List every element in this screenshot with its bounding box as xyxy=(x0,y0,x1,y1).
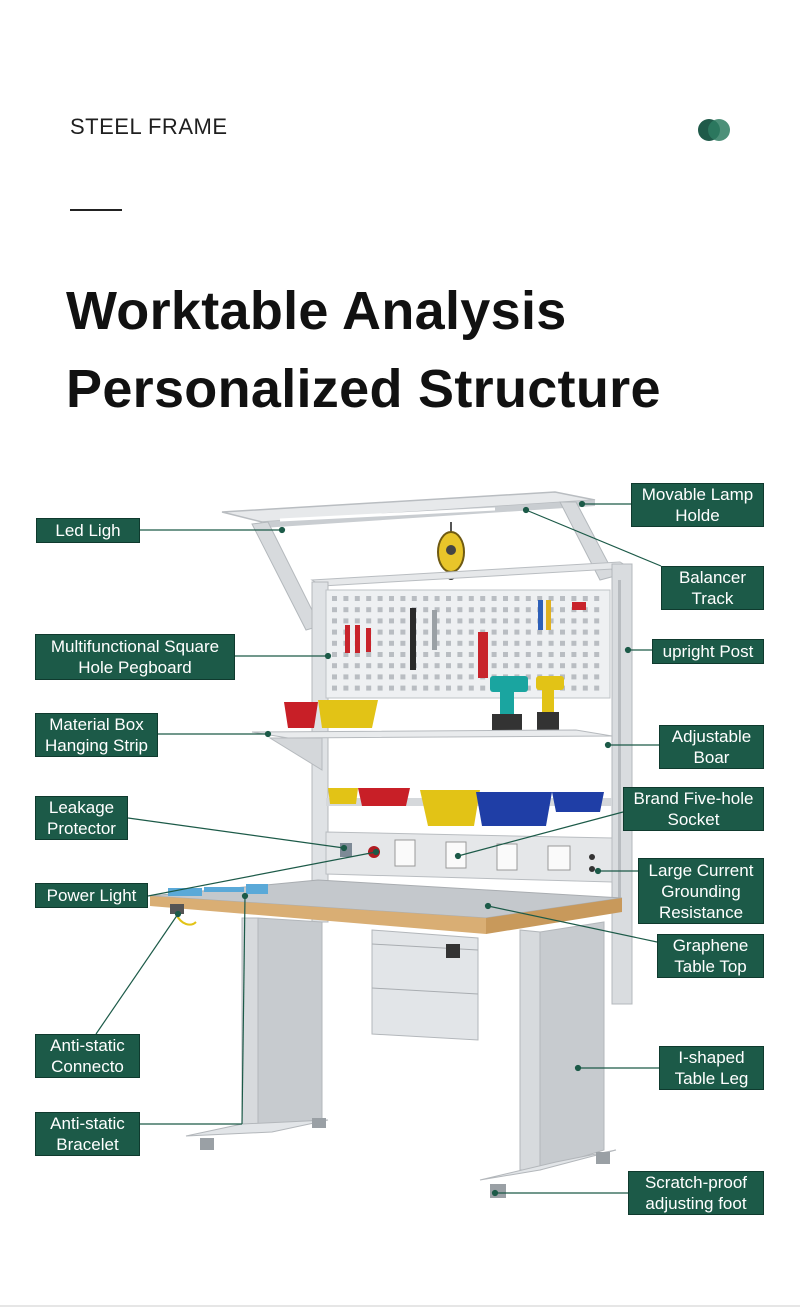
label-balancer-track: Balancer Track xyxy=(661,566,764,610)
bracelet-icon xyxy=(170,904,197,926)
socket-strip xyxy=(325,831,613,883)
drill-icons xyxy=(490,676,564,730)
lamp-canopy xyxy=(221,491,616,631)
label-bracelet: Anti-static Bracelet xyxy=(35,1112,140,1156)
table-legs xyxy=(185,917,617,1198)
hanging-tools xyxy=(345,600,586,678)
tabletop xyxy=(149,879,623,934)
label-led-light: Led Ligh xyxy=(36,518,140,543)
bottom-border xyxy=(0,1305,800,1307)
label-foot: Scratch-proof adjusting foot xyxy=(628,1171,764,1215)
label-pegboard: Multifunctional Square Hole Pegboard xyxy=(35,634,235,680)
eyebrow-title: STEEL FRAME xyxy=(70,114,228,139)
drawer-unit xyxy=(371,929,479,1041)
divider xyxy=(70,209,122,211)
label-connector: Anti-static Connecto xyxy=(35,1034,140,1078)
label-power-light: Power Light xyxy=(35,883,148,908)
label-adjustable-board: Adjustable Boar xyxy=(659,725,764,769)
label-lamp-holder: Movable Lamp Holde xyxy=(631,483,764,527)
label-material-box: Material Box Hanging Strip xyxy=(35,713,158,757)
label-leg: I-shaped Table Leg xyxy=(659,1046,764,1090)
brand-dots-icon xyxy=(698,119,730,141)
dot-light xyxy=(708,119,730,141)
title-line-2: Personalized Structure xyxy=(66,359,661,419)
leader-lines xyxy=(95,500,662,1197)
label-leakage-protector: Leakage Protector xyxy=(35,796,128,840)
upper-shelf xyxy=(251,729,613,771)
label-grounding: Large Current Grounding Resistance xyxy=(638,858,764,924)
material-bins-upper xyxy=(284,700,378,728)
label-socket: Brand Five-hole Socket xyxy=(623,787,764,831)
title-line-1: Worktable Analysis xyxy=(66,281,567,341)
material-box-strip xyxy=(326,788,612,826)
label-upright-post: upright Post xyxy=(652,639,764,664)
page-title: Worktable Analysis Personalized Structur… xyxy=(66,272,661,428)
label-graphene-top: Graphene Table Top xyxy=(657,934,764,978)
